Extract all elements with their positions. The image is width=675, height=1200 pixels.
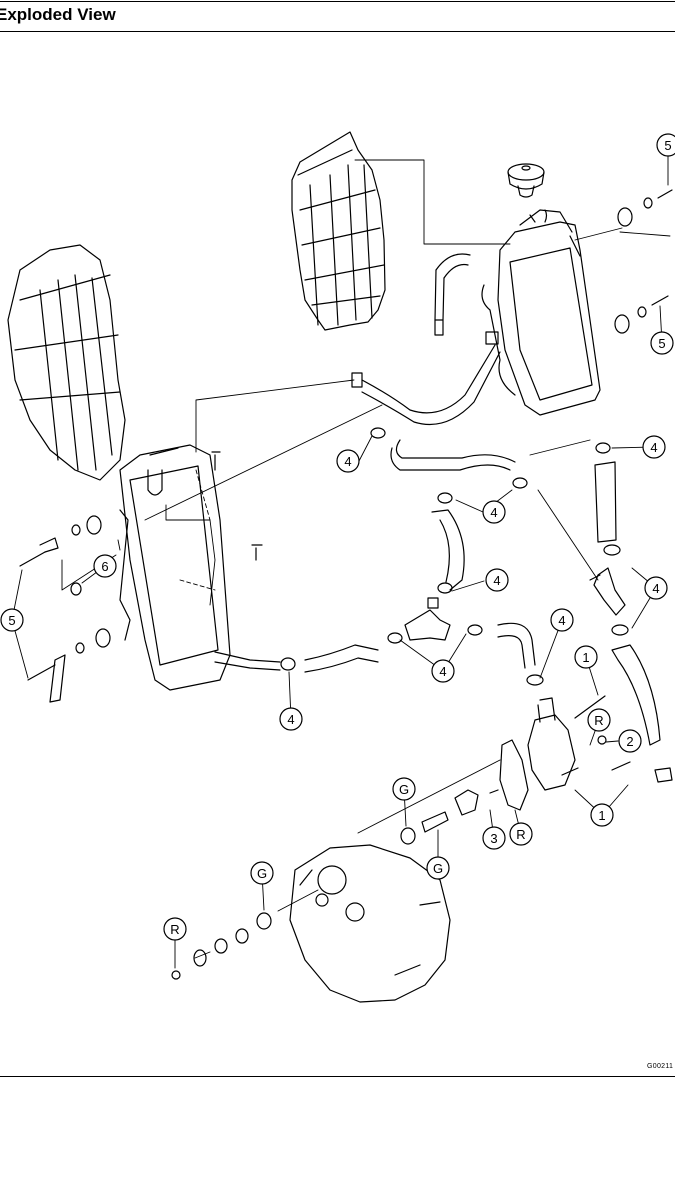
callout-4: 4 [642, 435, 666, 459]
callout-label: 3 [490, 831, 497, 846]
right-y-pipe [589, 567, 626, 616]
left-radiator-shroud [7, 244, 126, 481]
far-right-lower-hose [611, 644, 673, 783]
figure-code: G00211 [647, 1063, 674, 1070]
callout-5: 5 [656, 133, 675, 157]
callout-4: 4 [485, 568, 509, 592]
callout-g: G [426, 856, 450, 880]
pump-bolts [489, 695, 631, 794]
callout-r: R [509, 822, 533, 846]
overflow-hose [434, 253, 471, 336]
page-title: Exploded View [0, 5, 116, 24]
lower-hose [214, 644, 379, 673]
callout-label: 4 [344, 454, 351, 469]
callout-1: 1 [574, 645, 598, 669]
pump-shaft [421, 811, 449, 833]
callout-label: 1 [582, 650, 589, 665]
impeller [454, 789, 479, 816]
callout-g: G [392, 777, 416, 801]
right-mount-hardware [614, 189, 673, 334]
callout-label: 4 [558, 613, 565, 628]
right-radiator-shroud [291, 131, 386, 331]
callout-6: 6 [93, 554, 117, 578]
footer-rule [0, 1076, 675, 1077]
callout-label: 5 [658, 336, 665, 351]
callout-5: 5 [0, 608, 24, 632]
middle-hose [390, 439, 516, 471]
callout-label: 4 [493, 573, 500, 588]
callout-4: 4 [644, 576, 668, 600]
hidden-lines [179, 469, 216, 591]
callout-5: 5 [650, 331, 674, 355]
right-radiator [481, 209, 601, 416]
callout-4: 4 [336, 449, 360, 473]
header-bottom-rule [0, 31, 675, 32]
callout-label: R [594, 713, 603, 728]
exploded-view-diagram: 5 5 5 6 4 4 4 4 4 4 4 4 1 1 R 2 G 3 R G … [0, 131, 675, 1003]
callout-label: R [170, 922, 179, 937]
left-radiator [119, 444, 231, 691]
callout-label: 6 [101, 559, 108, 574]
callout-3: 3 [482, 826, 506, 850]
callout-4: 4 [431, 659, 455, 683]
crankcase-cover [289, 844, 451, 1003]
callout-label: 4 [287, 712, 294, 727]
left-curved-hose [431, 509, 465, 591]
callout-4: 4 [279, 707, 303, 731]
lower-seals [171, 912, 272, 980]
callout-label: 4 [652, 581, 659, 596]
callout-label: 4 [439, 664, 446, 679]
callouts: 5 5 5 6 4 4 4 4 4 4 4 4 1 1 R 2 G 3 R G … [0, 133, 675, 941]
callout-label: G [433, 861, 443, 876]
callout-label: 4 [650, 440, 657, 455]
callout-label: 2 [626, 734, 633, 749]
oil-seal-upper [400, 827, 416, 845]
callout-label: R [516, 827, 525, 842]
header-top-rule [0, 1, 675, 2]
callout-2: 2 [618, 729, 642, 753]
upper-hose [351, 331, 501, 426]
callout-label: 5 [664, 138, 671, 153]
page-header: Exploded View [0, 0, 675, 33]
callout-label: 1 [598, 808, 605, 823]
left-mount-hardware [19, 451, 263, 703]
callout-label: G [257, 866, 267, 881]
pump-gasket [499, 739, 529, 811]
leader-lines [61, 159, 671, 959]
hose-clamps [280, 427, 629, 686]
callout-label: 4 [490, 505, 497, 520]
callout-4: 4 [482, 500, 506, 524]
pump-elbow-hose [497, 622, 536, 669]
radiator-cap [507, 163, 545, 198]
callout-label: 5 [8, 613, 15, 628]
callout-r: R [163, 917, 187, 941]
callout-4: 4 [550, 608, 574, 632]
water-pump-cover [527, 697, 576, 791]
right-vertical-hose [594, 461, 617, 543]
middle-y-joint [404, 597, 451, 641]
callout-label: G [399, 782, 409, 797]
callout-1: 1 [590, 803, 614, 827]
callout-g: G [250, 861, 274, 885]
callout-r: R [587, 708, 611, 732]
